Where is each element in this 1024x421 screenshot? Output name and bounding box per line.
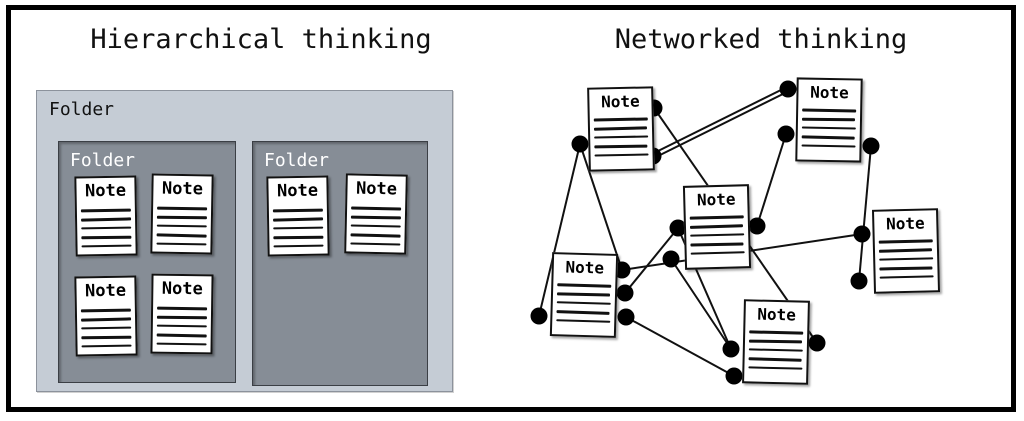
- connection-dot[interactable]: [571, 135, 589, 153]
- network-edge: [652, 90, 789, 160]
- inner-folder-right[interactable]: Folder Note Note: [252, 141, 428, 386]
- connection-dot[interactable]: [748, 217, 766, 235]
- connection-dot[interactable]: [725, 367, 743, 385]
- connection-dot[interactable]: [862, 137, 880, 155]
- note-title: Note: [696, 189, 736, 210]
- network-edge: [625, 316, 735, 377]
- network-edges: [538, 85, 872, 377]
- connection-dot[interactable]: [722, 340, 740, 358]
- note-lines: [556, 283, 611, 323]
- outer-folder[interactable]: Folder Folder Note Note Note: [36, 90, 453, 392]
- network-note[interactable]: Note: [742, 299, 810, 385]
- network-note[interactable]: Note: [682, 184, 752, 270]
- connection-dot[interactable]: [808, 334, 826, 352]
- note-lines: [748, 330, 803, 370]
- note-lines: [879, 239, 934, 279]
- inner-folder-left[interactable]: Folder Note Note Note: [58, 141, 236, 383]
- panel-title-networked: Networked thinking: [614, 24, 908, 55]
- note-lines: [801, 108, 856, 148]
- diagram-frame: Hierarchical thinking Folder Folder Note…: [6, 5, 1016, 412]
- inner-folder-right-label: Folder: [264, 150, 330, 171]
- note-title: Note: [600, 91, 640, 112]
- network-note[interactable]: Note: [871, 208, 941, 294]
- connection-dot[interactable]: [617, 308, 635, 326]
- panel-title-hierarchical: Hierarchical thinking: [90, 24, 432, 55]
- network-edge: [579, 143, 623, 271]
- network-note[interactable]: Note: [587, 86, 655, 172]
- network-edge: [756, 133, 787, 227]
- network-edge: [858, 145, 872, 282]
- network-note[interactable]: Note: [795, 77, 863, 163]
- connection-dot[interactable]: [779, 80, 797, 98]
- network-edge: [670, 258, 732, 350]
- network-edge: [652, 85, 789, 155]
- note-title: Note: [885, 213, 925, 234]
- network-edge: [624, 227, 679, 294]
- panel-hierarchical-thinking: Hierarchical thinking Folder Folder Note…: [11, 10, 511, 407]
- network-note[interactable]: Note: [549, 252, 619, 338]
- note-title: Note: [757, 304, 797, 325]
- connection-dot[interactable]: [853, 225, 871, 243]
- note-title: Note: [810, 82, 849, 103]
- connection-dot[interactable]: [669, 219, 687, 237]
- panel-networked-thinking: Networked thinking: [511, 10, 1011, 407]
- connection-dot[interactable]: [777, 125, 795, 143]
- note-lines: [594, 117, 649, 157]
- connection-dot[interactable]: [616, 284, 634, 302]
- note-title: Note: [565, 257, 605, 278]
- inner-folder-left-label: Folder: [70, 150, 136, 171]
- connection-dot[interactable]: [850, 272, 868, 290]
- connection-dot[interactable]: [662, 250, 680, 268]
- connection-dot[interactable]: [530, 307, 548, 325]
- network-edge: [538, 143, 581, 317]
- note-lines: [690, 215, 745, 255]
- outer-folder-label: Folder: [49, 99, 115, 120]
